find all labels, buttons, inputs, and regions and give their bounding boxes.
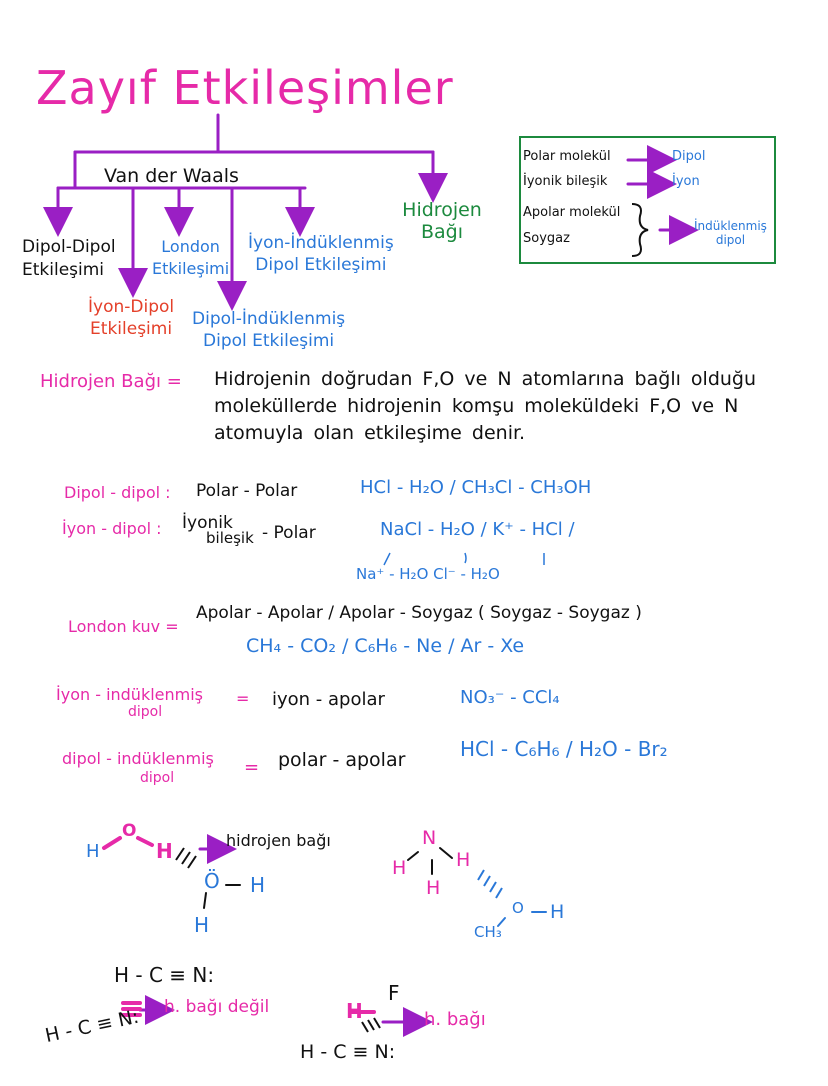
- definition-label: Hidrojen Bağı =: [40, 371, 182, 392]
- hidrojen-bagi-node: Hidrojen Bağı: [402, 199, 482, 244]
- page-title: Zayıf Etkileşimler: [36, 61, 454, 115]
- iyon-dipol-line2: Etkileşimi: [90, 319, 173, 340]
- legend-apolar-molekul: Apolar molekül: [523, 205, 621, 220]
- dipol-dipol-examples: HCl - H₂O / CH₃Cl - CH₃OH: [360, 477, 592, 498]
- water-h1: H: [86, 841, 100, 862]
- meoh-o: O: [512, 899, 524, 917]
- hf-f: F: [388, 981, 400, 1005]
- nh3-n: N: [422, 827, 437, 849]
- van-der-waals-label: Van der Waals: [104, 165, 239, 187]
- iyon-dipol-label: İyon - dipol :: [62, 519, 162, 538]
- water2-o: Ö: [204, 869, 220, 893]
- iyon-ind-eq: =: [236, 689, 250, 708]
- dipol-dipol-line2: Etkileşimi: [22, 259, 105, 280]
- legend-box: [519, 136, 776, 264]
- iyon-induklenmis-node: İyon-İndüklenmiş Dipol Etkileşimi: [248, 232, 394, 276]
- iyon-dipol-type1: İyonik: [182, 513, 233, 533]
- water2-h1: H: [250, 873, 266, 897]
- legend-induklenmis-dipol: İndüklenmiş dipol: [694, 219, 767, 248]
- iyon-dipol-examples: NaCl - H₂O / K⁺ - HCl /: [380, 519, 575, 540]
- nh3-h2: H: [456, 849, 471, 871]
- london-line1: London: [161, 237, 220, 256]
- meoh-ch3: CH₃: [474, 923, 502, 941]
- hbond-label: hidrojen bağı: [226, 831, 331, 850]
- legend-dipol: Dipol: [672, 149, 706, 164]
- dipol-dipol-line1: Dipol-Dipol: [22, 237, 116, 257]
- water-o: O: [122, 821, 137, 841]
- dipol-ind-eq: =: [244, 757, 260, 778]
- definition-line2: moleküllerde hidrojenin komşu moleküldek…: [214, 394, 739, 417]
- dipol-ind-examples: HCl - C₆H₆ / H₂O - Br₂: [460, 737, 668, 761]
- legend-iyonik-bilesik: İyonik bileşik: [523, 174, 608, 189]
- legend-induklenmis-line2: dipol: [715, 232, 746, 247]
- iyon-dipol-node: İyon-Dipol Etkileşimi: [88, 296, 174, 340]
- dipol-dipol-type: Polar - Polar: [196, 481, 298, 501]
- iyon-ind-label-2: dipol: [128, 704, 163, 720]
- water2-h2: H: [194, 913, 210, 937]
- iyon-dipol-type2: bileşik: [206, 529, 254, 547]
- iyon-induklenmis-line1: İyon-İndüklenmiş: [248, 233, 394, 253]
- meoh-h: H: [550, 901, 565, 923]
- iyon-dipol-examples-2: Na⁺ - H₂O Cl⁻ - H₂O: [356, 565, 500, 583]
- london-line2: Etkileşimi: [152, 258, 230, 278]
- dipol-ind-label-1: dipol - indüklenmiş: [62, 749, 214, 768]
- hcn-top: H - C ≡ N:: [114, 963, 215, 987]
- iyon-ind-type: iyon - apolar: [272, 689, 385, 710]
- london-node: London Etkileşimi: [152, 236, 229, 279]
- definition-text: Hidrojenin doğrudan F,O ve N atomlarına …: [214, 366, 756, 447]
- hidrojen-bagi-line2: Bağı: [420, 220, 464, 243]
- iyon-induklenmis-line2: Dipol Etkileşimi: [255, 255, 387, 276]
- legend-iyon: İyon: [672, 174, 700, 189]
- london-label: London kuv =: [68, 617, 179, 636]
- iyon-ind-label-1: İyon - indüklenmiş: [56, 685, 204, 704]
- not-hbond-label: h. bağı değil: [164, 997, 270, 1017]
- legend-polar-molekul: Polar molekül: [523, 149, 611, 164]
- dipol-induklenmis-node: Dipol-İndüklenmiş Dipol Etkileşimi: [192, 308, 345, 352]
- hbond-short-label: h. bağı: [424, 1009, 486, 1030]
- definition-line3: atomuyla olan etkileşime denir.: [214, 421, 526, 444]
- hcn-bottom: H - C ≡ N:: [300, 1041, 396, 1063]
- iyon-dipol-type3: - Polar: [262, 523, 316, 543]
- iyon-dipol-line1: İyon-Dipol: [88, 297, 175, 317]
- dipol-induklenmis-line2: Dipol Etkileşimi: [203, 331, 335, 352]
- hidrojen-bagi-line1: Hidrojen: [402, 199, 482, 221]
- nh3-h3: H: [426, 877, 441, 899]
- dipol-dipol-label: Dipol - dipol :: [64, 483, 171, 502]
- london-type: Apolar - Apolar / Apolar - Soygaz ( Soyg…: [196, 603, 642, 623]
- definition-line1: Hidrojenin doğrudan F,O ve N atomlarına …: [214, 368, 757, 390]
- legend-induklenmis-line1: İndüklenmiş: [694, 219, 767, 233]
- nh3-h1: H: [392, 857, 407, 879]
- dipol-induklenmis-line1: Dipol-İndüklenmiş: [192, 309, 346, 329]
- legend-soygaz: Soygaz: [523, 231, 570, 246]
- dipol-ind-label-2: dipol: [140, 770, 175, 786]
- hf-h: H: [346, 999, 363, 1023]
- water-h2: H: [156, 839, 173, 863]
- dipol-dipol-node: Dipol-Dipol Etkileşimi: [22, 236, 116, 282]
- dipol-ind-type: polar - apolar: [278, 749, 406, 771]
- iyon-ind-examples: NO₃⁻ - CCl₄: [460, 687, 560, 708]
- london-examples: CH₄ - CO₂ / C₆H₆ - Ne / Ar - Xe: [246, 635, 525, 657]
